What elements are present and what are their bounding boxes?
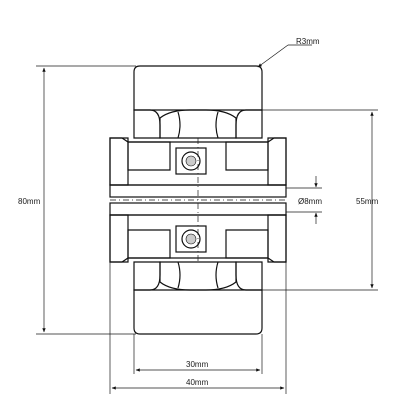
- tyre-bottom-section: [133, 289, 263, 335]
- tyre-top-section: [133, 65, 263, 111]
- hub-inner-curve-lr: [215, 261, 219, 289]
- hub-web-upper-left: [133, 109, 161, 139]
- dimension-inner-width: 30mm: [133, 334, 263, 374]
- axle: [109, 138, 287, 262]
- hub-inner-curve-ur: [215, 111, 219, 139]
- hub-web-upper-right: [235, 109, 263, 139]
- dimension-overall-width: 40mm: [109, 262, 287, 394]
- hub-web-lower-left: [133, 261, 161, 291]
- flange-upper-inner-hatch-left: [127, 141, 171, 171]
- flange-lower-inner-hatch-right: [225, 229, 269, 259]
- tyre: [133, 65, 263, 335]
- dimension-bore: Ø8mm: [286, 176, 322, 224]
- overall-height-label: 80mm: [18, 197, 41, 206]
- overall-width-label: 40mm: [186, 378, 209, 387]
- bearing-upper-ball-core: [185, 155, 197, 167]
- dimension-inner-height: 55mm: [262, 109, 379, 291]
- bearing-upper-ball: [181, 151, 201, 171]
- hub-center-upper: [159, 109, 237, 139]
- bearing-lower-ball: [181, 229, 201, 249]
- bearing-lower-ball-core: [185, 233, 197, 245]
- flange-upper-right-chamfer: [267, 137, 287, 186]
- flange-lower-right-chamfer: [267, 214, 287, 263]
- radius-label: R3mm: [296, 37, 320, 46]
- axle-body-upper: [109, 184, 287, 198]
- flange-upper-inner-hatch-right: [225, 141, 269, 171]
- flange-upper-left-chamfer: [109, 137, 129, 186]
- hub-inner-curve-ll: [177, 261, 181, 289]
- bearing-lower-race: [175, 225, 207, 253]
- inner-height-label: 55mm: [356, 197, 379, 206]
- flange-lower-left-chamfer: [109, 214, 129, 263]
- hub-web-lower-right: [235, 261, 263, 291]
- bearings: [175, 147, 207, 253]
- hub-center-lower: [159, 261, 237, 291]
- hub-inner-curve-ul: [177, 111, 181, 139]
- bearing-upper-race: [175, 147, 207, 175]
- wheel-hub: [133, 109, 263, 291]
- bore-diameter-label: Ø8mm: [298, 197, 322, 206]
- dimension-radius: R3mm: [257, 37, 320, 68]
- dimension-overall-height: 80mm: [18, 65, 136, 335]
- flange-lower-inner-hatch-left: [127, 229, 171, 259]
- inner-width-label: 30mm: [186, 360, 209, 369]
